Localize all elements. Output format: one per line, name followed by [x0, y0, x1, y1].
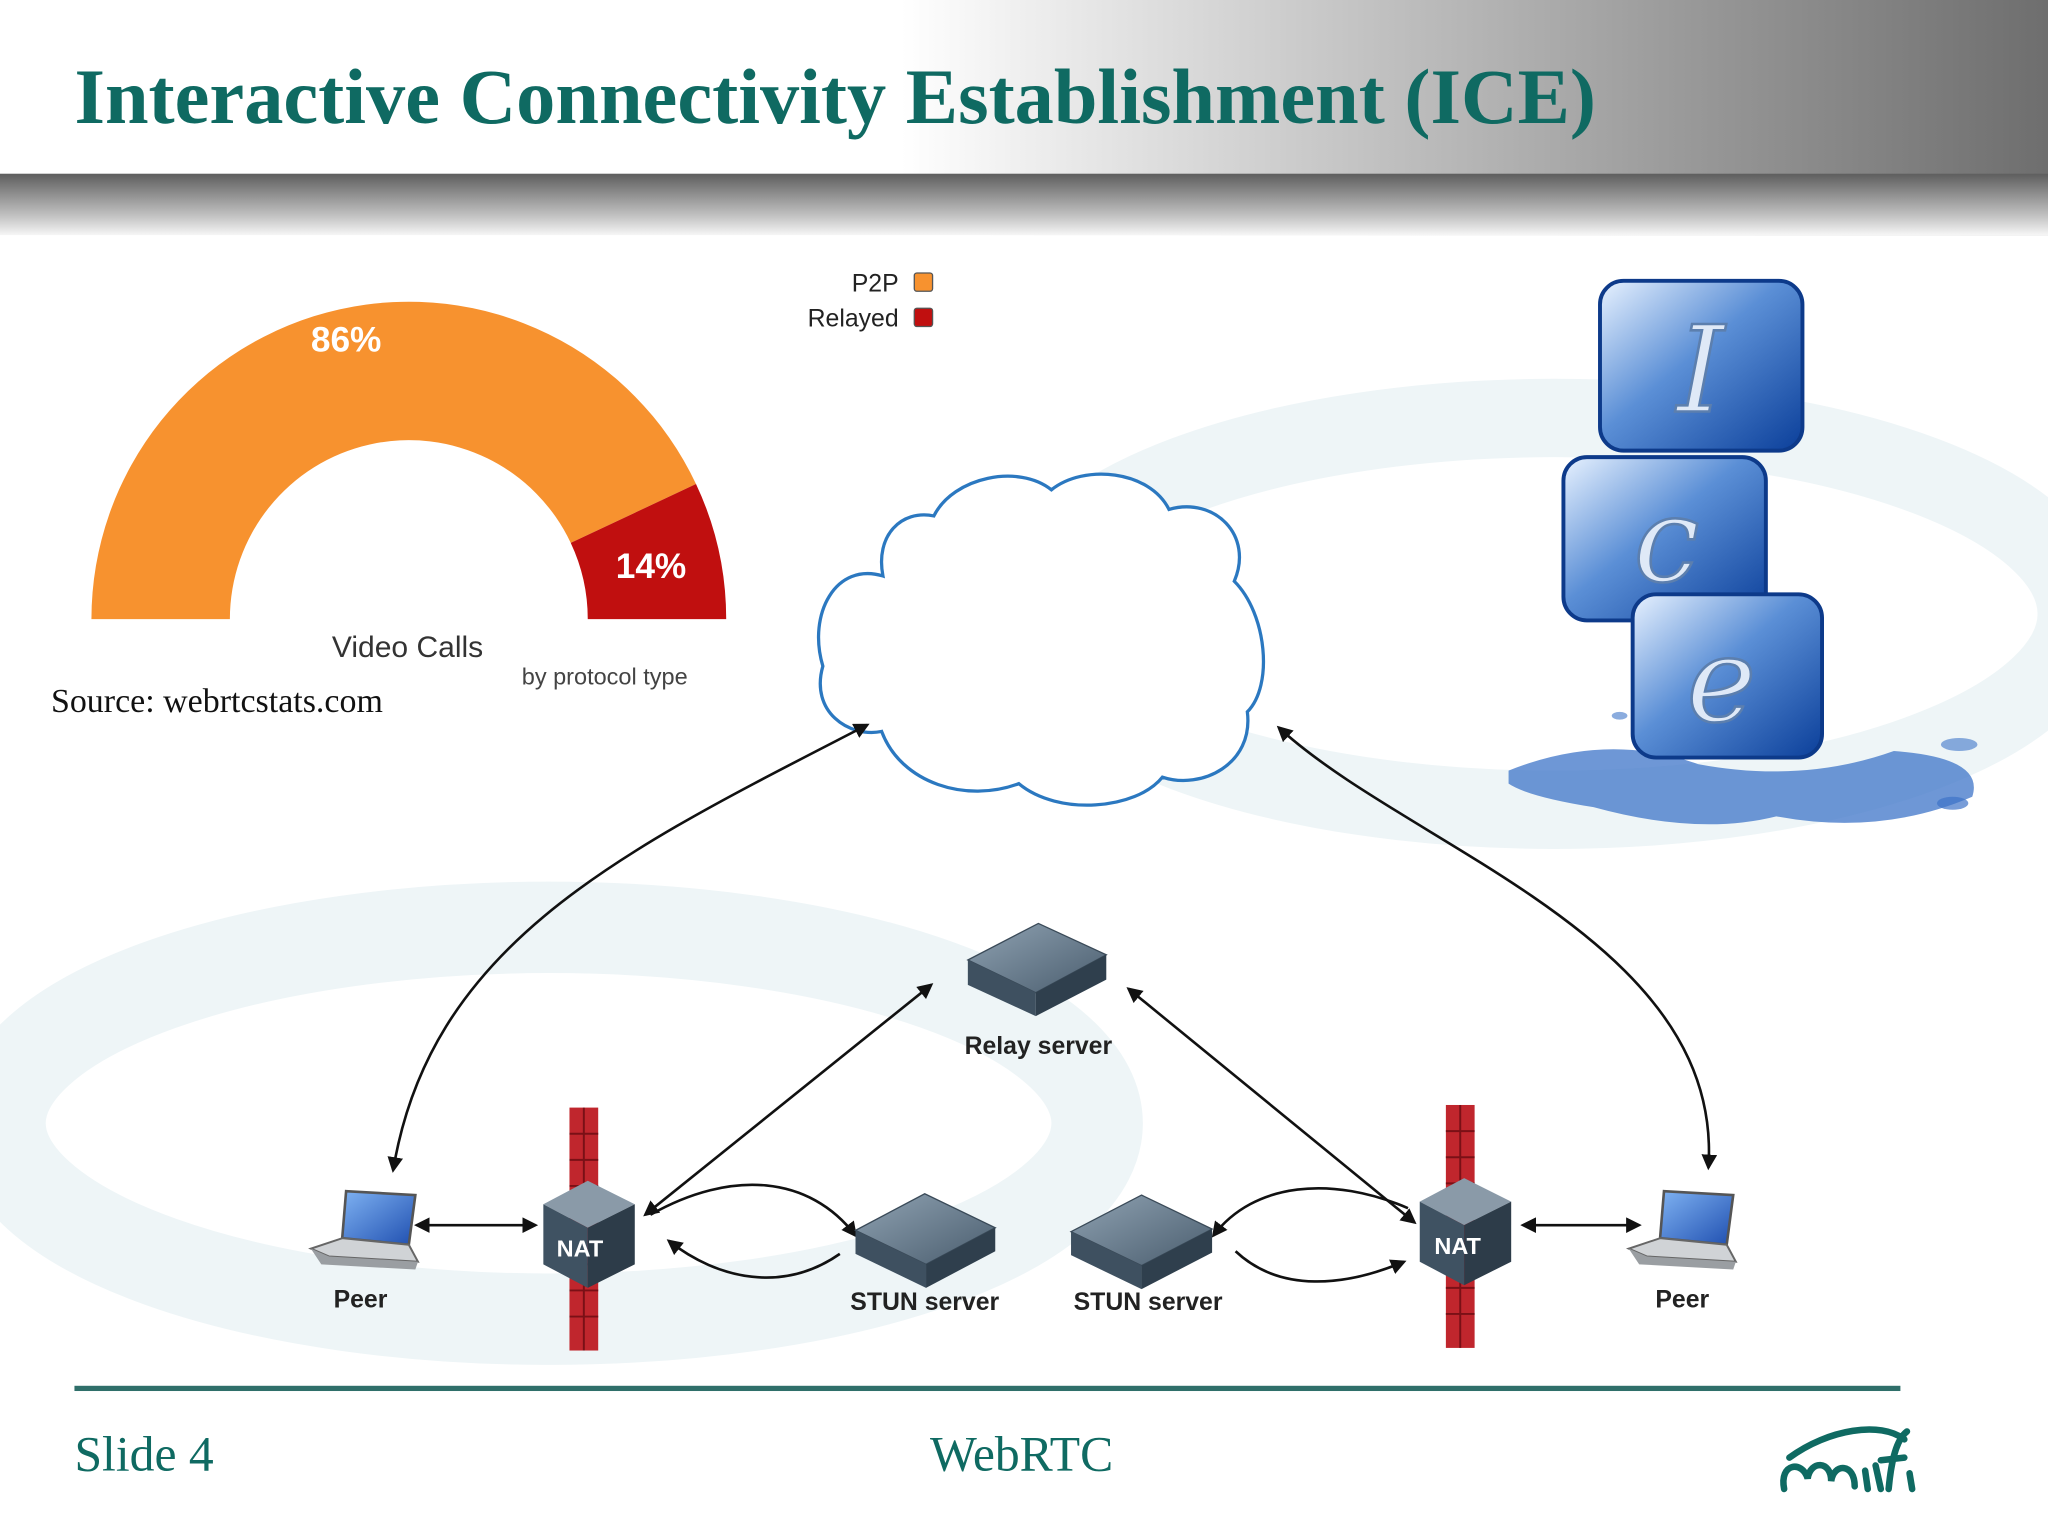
miit-logo — [1780, 1426, 1916, 1493]
peer-left-laptop-icon — [308, 1189, 420, 1270]
video-calls-chart: 86% 14% P2P Relayed Video Calls by protoco… — [91, 270, 934, 689]
nat-left-label: NAT — [557, 1235, 604, 1261]
slide-title: Interactive Connectivity Establishment (… — [74, 53, 1596, 140]
chart-subtitle: by protocol type — [522, 663, 688, 689]
stun-server-right-icon — [1069, 1194, 1214, 1290]
chart-data-label-relayed: 14% — [616, 547, 687, 586]
relay-server-label: Relay server — [965, 1033, 1113, 1060]
chart-title: Video Calls — [332, 631, 483, 664]
chart-slice-relayed — [570, 483, 727, 620]
footer-title: WebRTC — [929, 1427, 1114, 1483]
chart-data-label-p2p: 86% — [311, 321, 382, 360]
nat-right-label: NAT — [1434, 1233, 1481, 1259]
slide-number: Slide 4 — [74, 1427, 214, 1483]
peer-right-label: Peer — [1655, 1286, 1709, 1313]
ice-letter-c: c — [1634, 472, 1700, 609]
legend-swatch-p2p — [913, 272, 934, 292]
stun-server-left-icon — [854, 1193, 997, 1288]
relay-server-icon — [966, 922, 1108, 1017]
ice-letter-e: e — [1687, 612, 1757, 749]
internet-cloud — [817, 472, 1265, 807]
chart-legend: P2P Relayed — [808, 270, 934, 333]
ice-letter-i: I — [1675, 300, 1727, 440]
stun-server-right-label: STUN server — [1074, 1289, 1223, 1316]
footer-divider — [74, 1385, 1901, 1392]
legend-label-p2p: P2P — [852, 270, 899, 297]
legend-label-relayed: Relayed — [808, 306, 899, 333]
peer-left-label: Peer — [334, 1286, 388, 1313]
chart-source: Source: webrtcstats.com — [50, 681, 383, 720]
connection-arrows — [387, 723, 1718, 1283]
header-shadow-band — [0, 173, 2048, 236]
nat-right-icon: NAT — [1419, 1178, 1512, 1286]
peer-right-laptop-icon — [1625, 1189, 1738, 1270]
nat-left-icon: NAT — [543, 1180, 635, 1288]
chart-slice-p2p — [91, 301, 696, 620]
legend-swatch-relayed — [913, 307, 934, 328]
stun-server-left-label: STUN server — [850, 1289, 999, 1316]
